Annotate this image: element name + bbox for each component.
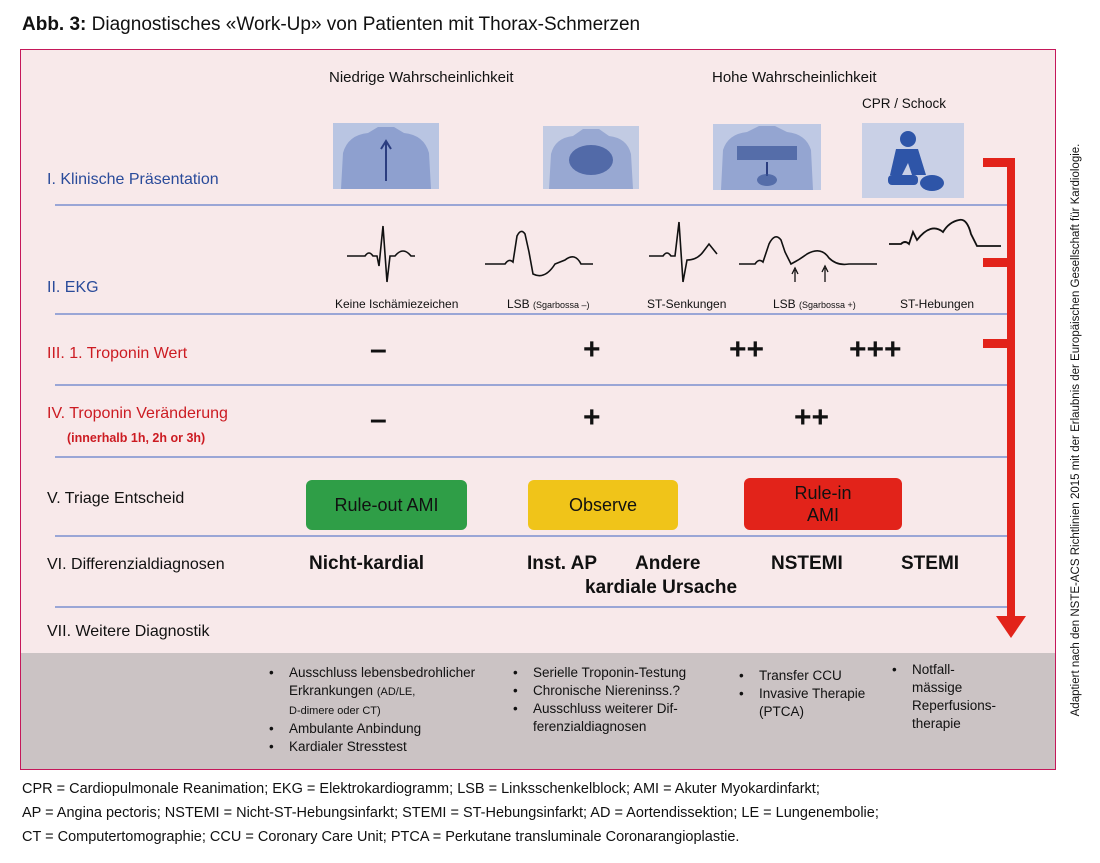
row-label-troponin-change: IV. Troponin Veränderung	[47, 405, 228, 422]
row-separator	[55, 456, 1007, 458]
source-note: Adaptiert nach den NSTE-ACS Richtlinien …	[1070, 143, 1082, 717]
abbreviations-line-3: CT = Computertomographie; CCU = Coronary…	[22, 829, 740, 845]
row-label-ekg: II. EKG	[47, 279, 99, 296]
ekg-trace-lsb-minus	[485, 230, 593, 277]
list-item: Ausschluss weiterer Dif-ferenzialdiagnos…	[511, 700, 711, 736]
list-item: Ausschluss lebensbedrohlicherErkrankunge…	[267, 664, 507, 720]
further-list-nstemi: Transfer CCU Invasive Therapie(PTCA)	[737, 667, 887, 721]
dx-stemi: STEMI	[901, 553, 960, 574]
cpr-shock-header: CPR / Schock	[862, 96, 947, 111]
dx-other-cardiac: Andere	[635, 553, 701, 574]
ekg-label-st-depression: ST-Senkungen	[647, 297, 727, 311]
row-label-troponin-first: III. 1. Troponin Wert	[47, 345, 188, 362]
row-label-triage: V. Triage Entscheid	[47, 490, 185, 507]
abbreviations-line-2: AP = Angina pectoris; NSTEMI = Nicht-ST-…	[22, 805, 879, 821]
list-item: Ambulante Anbindung	[267, 720, 507, 738]
ekg-label-normal: Keine Ischämiezeichen	[335, 297, 459, 311]
chest-burning-illustration	[543, 126, 639, 189]
troponin-change-double-plus: ++	[794, 401, 830, 434]
troponin-first-triple-plus: +++	[849, 333, 902, 366]
ekg-label-lsb-minus: LSB (Sgarbossa –)	[507, 297, 590, 311]
list-item: Serielle Troponin-Testung	[511, 664, 711, 682]
ekg-label-st-elevation: ST-Hebungen	[900, 297, 975, 311]
workflow-arrow	[983, 158, 1026, 638]
further-list-observe: Serielle Troponin-Testung Chronische Nie…	[511, 664, 711, 736]
troponin-change-plus: +	[583, 401, 601, 434]
dx-other-cardiac-line2: kardiale Ursache	[585, 577, 738, 598]
list-item: Chronische Niereninss.?	[511, 682, 711, 700]
row-label-clinical: I. Klinische Präsentation	[47, 171, 219, 188]
troponin-first-double-plus: ++	[729, 333, 765, 366]
abbreviations-line-1: CPR = Cardiopulmonale Reanimation; EKG =…	[22, 781, 820, 797]
figure-title: Abb. 3: Diagnostisches «Work-Up» von Pat…	[22, 14, 641, 35]
troponin-first-negative: –	[370, 333, 387, 366]
ekg-trace-lsb-plus	[739, 236, 877, 282]
row-separator	[55, 606, 1007, 608]
observe-box: Observe	[528, 480, 678, 530]
chest-pain-illustration	[333, 123, 439, 189]
row-separator	[55, 204, 1007, 206]
ekg-trace-st-elevation	[889, 218, 1001, 247]
chest-radiating-pain-illustration	[713, 124, 821, 190]
ekg-label-lsb-plus: LSB (Sgarbossa +)	[773, 297, 856, 311]
dx-instable-ap: Inst. AP	[527, 553, 598, 574]
rule-out-ami-box: Rule-out AMI	[306, 480, 467, 530]
row-separator	[55, 384, 1007, 386]
troponin-first-plus: +	[583, 333, 601, 366]
row-separator	[55, 535, 1007, 537]
cpr-icon	[862, 123, 964, 198]
ekg-trace-st-depression	[649, 221, 718, 283]
further-list-low: Ausschluss lebensbedrohlicherErkrankunge…	[267, 664, 507, 756]
dx-non-cardiac: Nicht-kardial	[309, 553, 425, 574]
troponin-change-negative: –	[370, 403, 387, 436]
row-label-troponin-change-sub: (innerhalb 1h, 2h or 3h)	[67, 431, 206, 445]
diagram-panel: Niedrige Wahrscheinlichkeit Hohe Wahrsch…	[20, 49, 1056, 770]
row-label-further: VII. Weitere Diagnostik	[47, 623, 210, 640]
high-probability-header: Hohe Wahrscheinlichkeit	[712, 69, 877, 86]
list-item: Invasive Therapie(PTCA)	[737, 685, 887, 721]
dx-nstemi: NSTEMI	[771, 553, 843, 574]
row-label-differential: VI. Differenzialdiagnosen	[47, 556, 225, 573]
low-probability-header: Niedrige Wahrscheinlichkeit	[329, 69, 514, 86]
ekg-trace-normal	[347, 225, 415, 283]
list-item: Kardialer Stresstest	[267, 738, 507, 756]
row-separator	[55, 313, 1007, 315]
list-item: Transfer CCU	[737, 667, 887, 685]
